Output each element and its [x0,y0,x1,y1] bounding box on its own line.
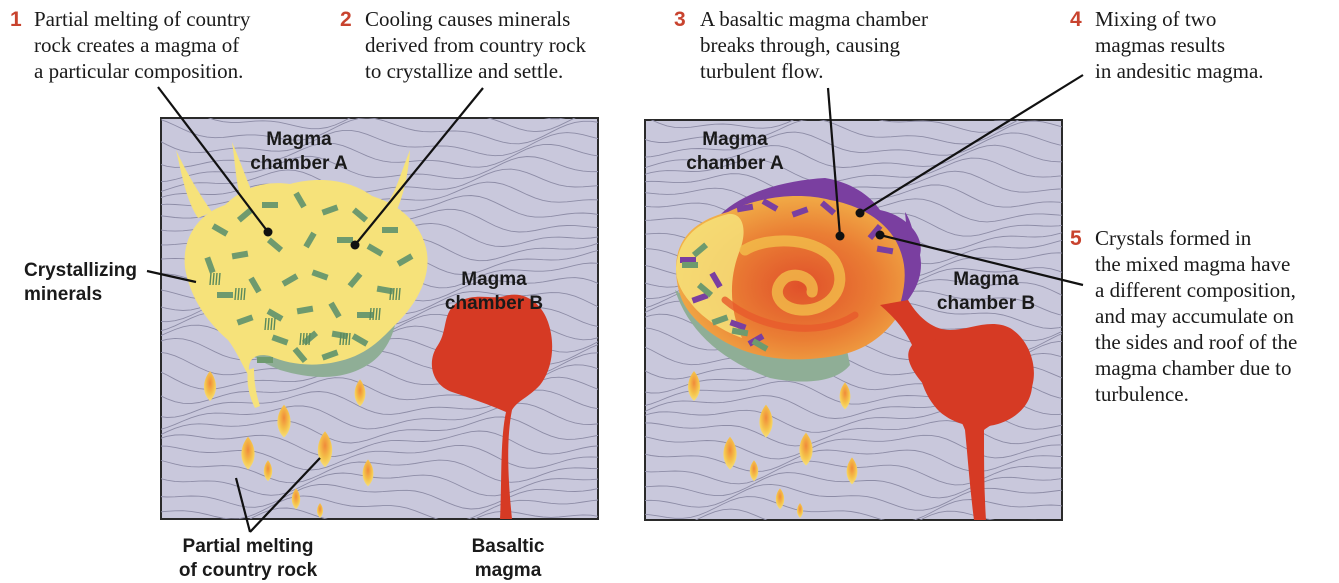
crystal-needle [274,318,275,330]
crystal-needle [216,273,217,285]
crystal [257,357,273,363]
crystal-needle [349,333,350,345]
crystal-needle [396,288,397,300]
crystal-needle [300,333,301,345]
foliation-line [635,522,1067,547]
foliation-line [635,93,1067,120]
leader-dot-2 [351,241,360,250]
foliation-line [635,80,1067,108]
crystal [217,292,233,298]
leader-dot-1 [264,228,273,237]
crystal-needle [393,288,394,300]
step-2-caption: 2 Cooling causes minerals derived from c… [340,7,587,83]
chamber-b-right-line-1: Magma [953,269,1019,290]
basaltic-line-1: Basaltic [472,536,545,557]
step-4-caption: 4 Mixing of two magmas results in andesi… [1070,7,1264,83]
step-3-line-2: breaks through, causing [700,33,901,57]
crystal-needle [235,288,236,300]
step-5-line-6: magma chamber due to [1095,356,1292,380]
step-5-caption: 5 Crystals formed in the mixed magma hav… [1070,226,1297,406]
chamber-b-left-line-1: Magma [461,269,527,290]
step-2-line-1: Cooling causes minerals [365,7,570,31]
crystallizing-line-1: Crystallizing [24,260,137,281]
crystal [682,262,698,268]
crystal [382,227,398,233]
crystallizing-line-2: minerals [24,284,102,305]
step-1-caption: 1 Partial melting of country rock create… [10,7,251,83]
crystal-needle [241,288,242,300]
step-1-line-1: Partial melting of country [34,7,251,31]
chamber-a-right-line-1: Magma [702,129,768,150]
step-5-line-2: the mixed magma have [1095,252,1290,276]
step-4-line-2: magmas results [1095,33,1225,57]
foliation-line [151,79,607,106]
step-5-line-3: a different composition, [1095,278,1296,302]
crystal-needle [379,308,380,320]
crystal-needle [219,273,220,285]
chamber-b-left-line-2: chamber B [445,293,543,314]
crystal-needle [376,308,377,320]
basaltic-line-2: magma [475,560,542,581]
step-3-line-3: turbulent flow. [700,59,823,83]
chamber-b-right-line-2: chamber B [937,293,1035,314]
crystal-needle [306,333,307,345]
step-3-caption: 3 A basaltic magma chamber breaks throug… [674,7,928,83]
leader-dot-3 [836,232,845,241]
step-4-line-3: in andesitic magma. [1095,59,1264,83]
step-5-line-1: Crystals formed in [1095,226,1252,250]
chamber-a-left-line-2: chamber A [250,153,348,174]
step-4-number: 4 [1070,8,1082,31]
label-partial-melting: Partial melting of country rock [179,536,318,581]
crystal-needle [244,288,245,300]
leader-dot-4 [856,209,865,218]
crystal-needle [373,308,374,320]
step-1-line-3: a particular composition. [34,59,243,83]
step-1-number: 1 [10,8,22,31]
step-5-line-7: turbulence. [1095,382,1189,406]
step-2-line-2: derived from country rock [365,33,587,57]
step-3-number: 3 [674,8,686,31]
crystal-needle [370,308,371,320]
crystal-needle [213,273,214,285]
step-5-line-4: and may accumulate on [1095,304,1294,328]
crystal-needle [268,318,269,330]
crystal [337,237,353,243]
leader-dot-5 [876,231,885,240]
label-basaltic-magma: Basaltic magma [472,536,545,581]
crystal-needle [346,333,347,345]
crystal-needle [309,333,310,345]
crystal-needle [303,333,304,345]
step-2-line-3: to crystallize and settle. [365,59,563,83]
step-2-number: 2 [340,8,352,31]
crystal-needle [210,273,211,285]
label-crystallizing-minerals: Crystallizing minerals [24,260,137,305]
step-5-number: 5 [1070,227,1082,250]
crystal [262,202,278,208]
crystal-needle [340,333,341,345]
step-3-line-1: A basaltic magma chamber [700,7,928,31]
chamber-a-left-line-1: Magma [266,129,332,150]
crystal-needle [265,318,266,330]
partial-melting-line-1: Partial melting [183,536,314,557]
crystal-needle [238,288,239,300]
crystal-needle [271,318,272,330]
step-5-line-5: the sides and roof of the [1095,330,1297,354]
step-1-line-2: rock creates a magma of [34,33,239,57]
crystal-needle [390,288,391,300]
crystal-needle [343,333,344,345]
crystal-needle [399,288,400,300]
step-4-line-1: Mixing of two [1095,7,1216,31]
foliation-line [635,535,1067,561]
chamber-a-right-line-2: chamber A [686,153,784,174]
foliation-line [151,91,607,118]
partial-melting-line-2: of country rock [179,560,318,581]
